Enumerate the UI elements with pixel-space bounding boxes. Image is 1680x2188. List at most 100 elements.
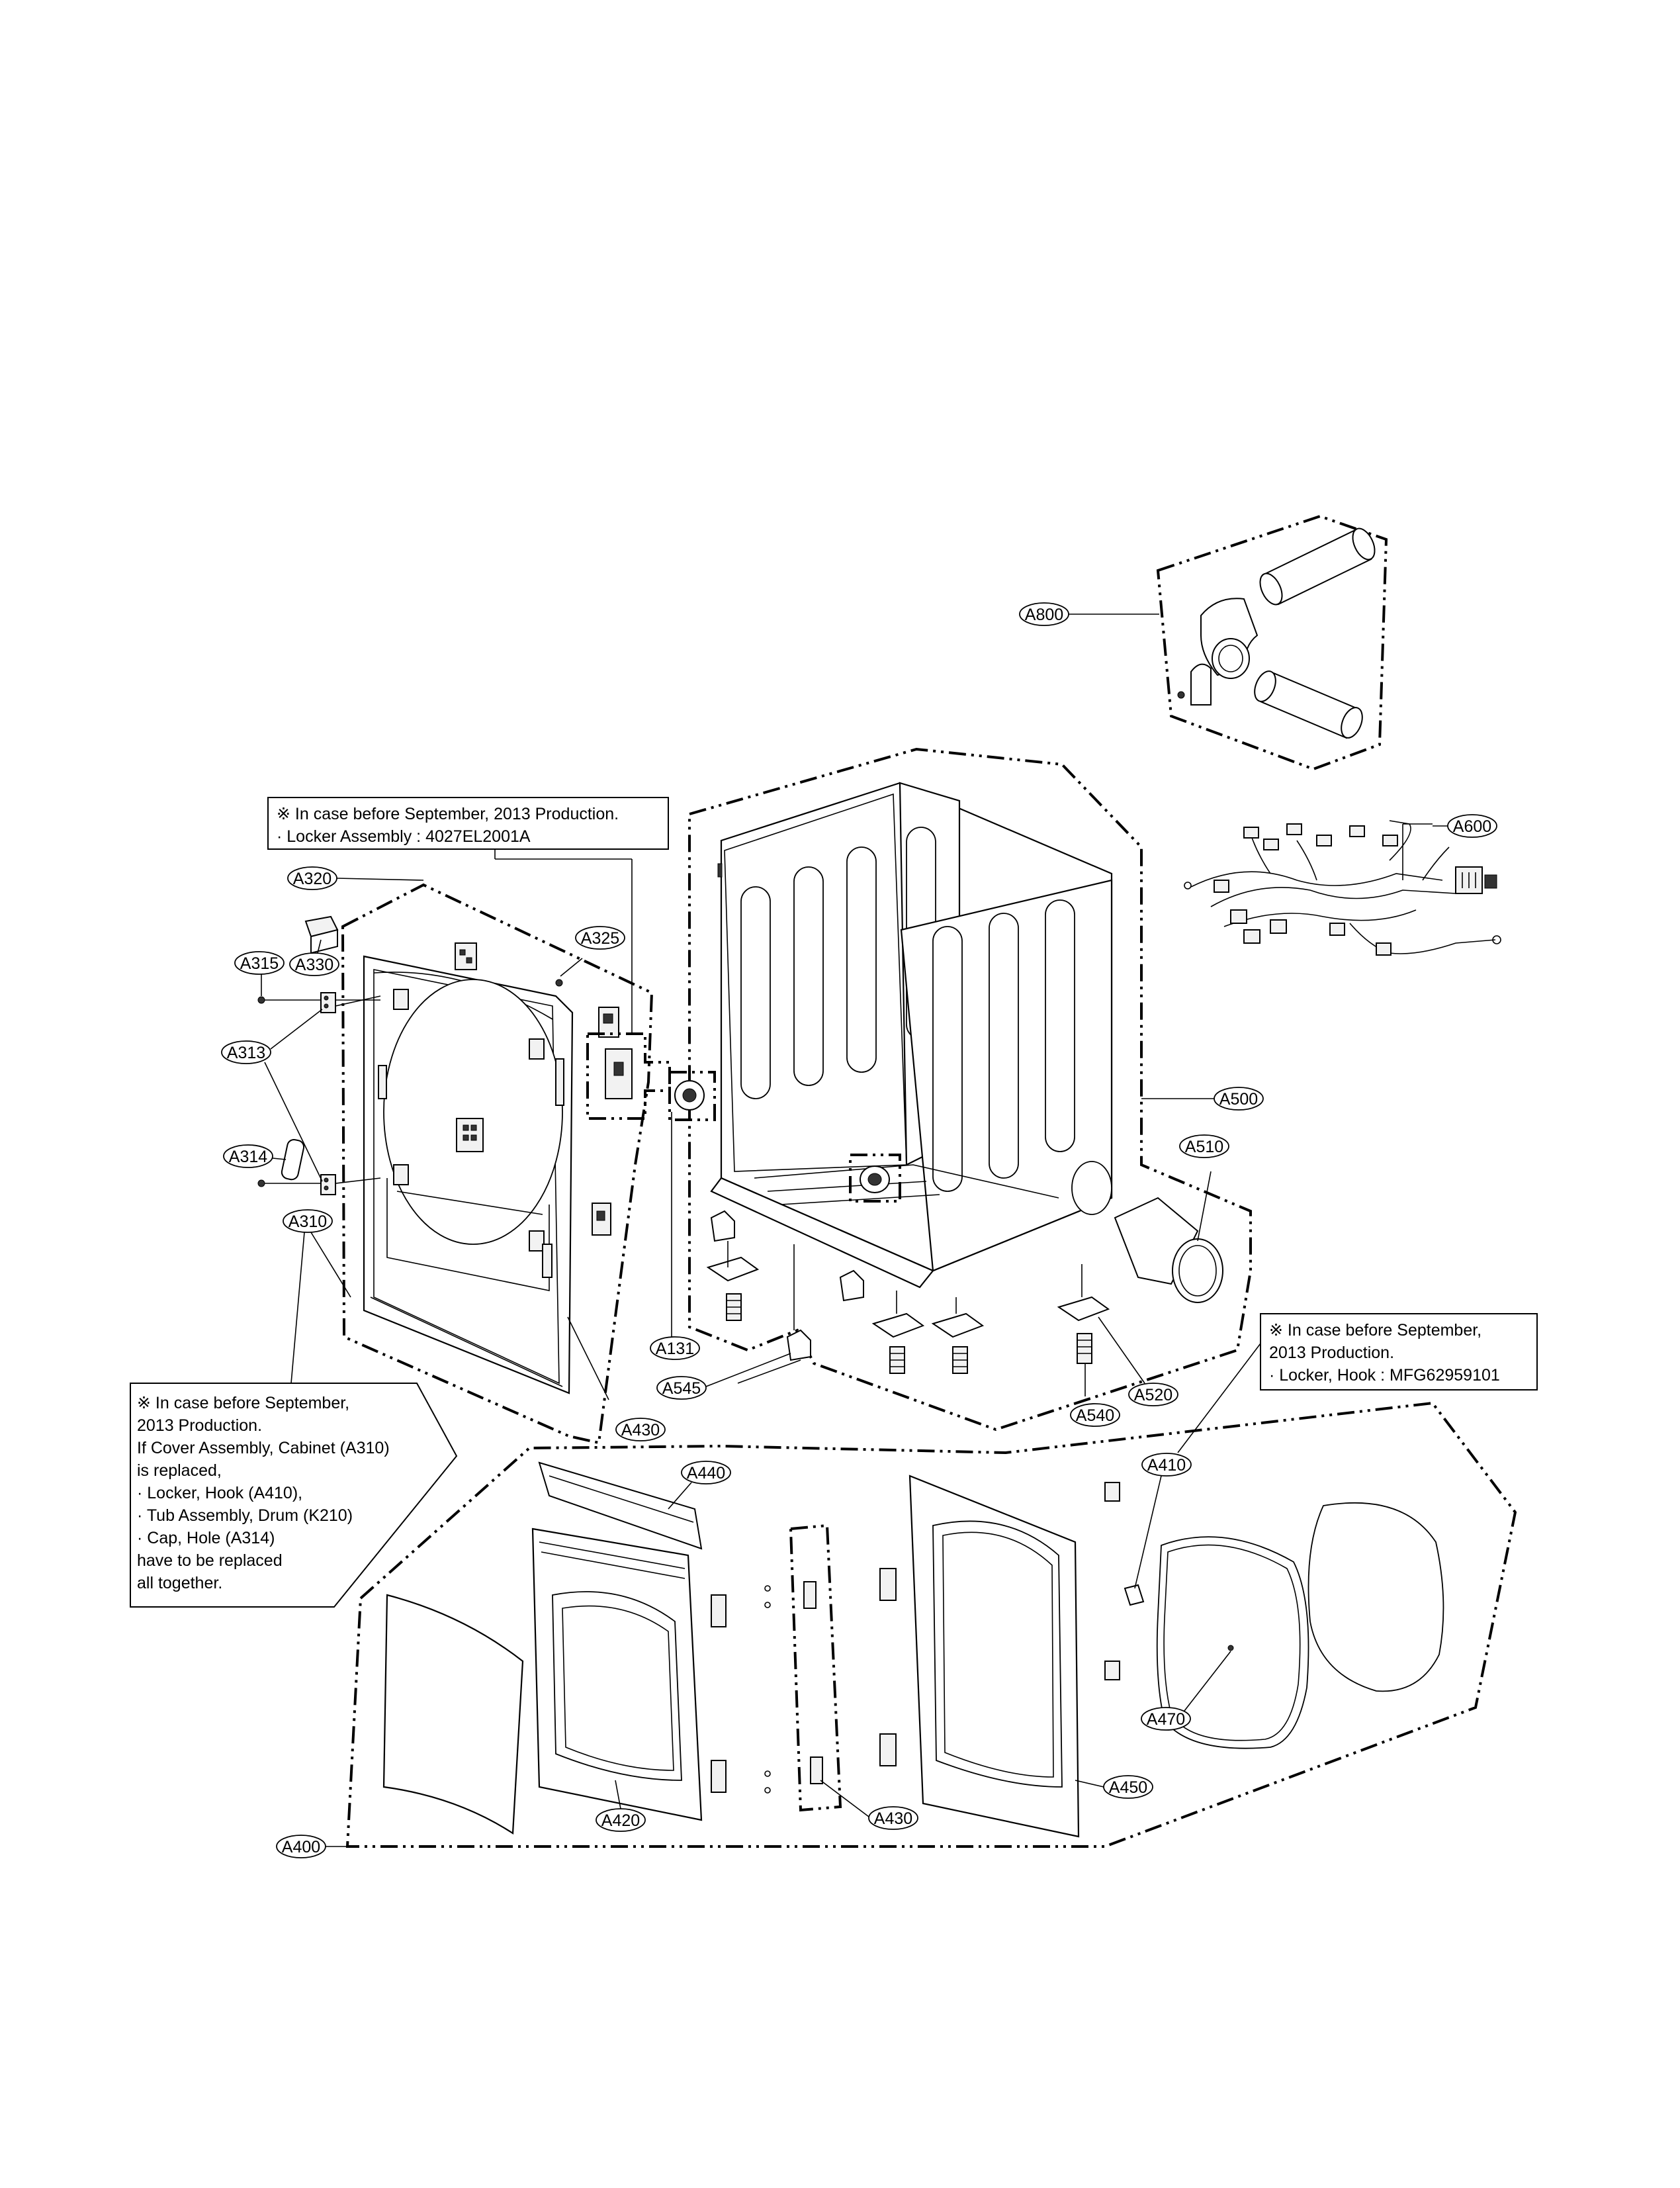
note-cover-assembly-line5: · Locker, Hook (A410), <box>137 1484 302 1502</box>
locker-bracket <box>598 1007 619 1038</box>
callout-a430-bottom-text: A430 <box>874 1809 912 1828</box>
callout-a325: A325 <box>575 926 625 950</box>
callout-a131: A131 <box>650 1336 700 1360</box>
callout-a440: A440 <box>668 1461 731 1510</box>
callout-a313-text: A313 <box>227 1044 265 1062</box>
hinge-upper <box>257 992 381 1013</box>
screw-a325 <box>555 979 563 987</box>
callout-a325-text: A325 <box>581 929 619 948</box>
cabinet <box>710 782 1113 1289</box>
callout-a320: A320 <box>287 866 424 890</box>
door-trim-a440 <box>538 1461 703 1550</box>
callout-a330: A330 <box>289 939 339 976</box>
callout-a410-text: A410 <box>1147 1456 1186 1475</box>
connector <box>1382 835 1398 846</box>
callout-a510: A510 <box>1179 1134 1229 1158</box>
lock-bracket-a330 <box>304 915 339 954</box>
callout-a520: A520 <box>1128 1383 1178 1406</box>
callout-a430-bottom: A430 <box>820 1780 918 1830</box>
cabinet-cover-group <box>341 883 671 1445</box>
note-cover-assembly-line4: is replaced, <box>137 1461 222 1480</box>
note-locker-assembly-line1: ※ In case before September, 2013 Product… <box>277 805 619 823</box>
callout-a600: A600 <box>1433 814 1497 838</box>
connector <box>1243 827 1259 839</box>
callout-a540-text: A540 <box>1076 1406 1114 1425</box>
leveling-legs <box>706 1210 1145 1396</box>
note-cover-assembly-line7: · Cap, Hole (A314) <box>137 1529 275 1547</box>
door-glass <box>1307 1502 1444 1692</box>
door-hinges <box>711 1585 771 1794</box>
connector <box>1376 942 1392 956</box>
drum-bearing-detail <box>849 1154 901 1203</box>
callout-a540: A540 <box>1070 1403 1120 1427</box>
front-door-a400 <box>382 1594 524 1835</box>
callout-a400: A400 <box>276 1835 326 1858</box>
callout-a450: A450 <box>1075 1775 1153 1799</box>
callout-a600-text: A600 <box>1453 817 1491 836</box>
note-locker-hook-line1: ※ In case before September, <box>1269 1321 1481 1340</box>
callout-a545: A545 <box>656 1353 791 1400</box>
callout-a430-top: A430 <box>615 1418 666 1441</box>
note-cover-assembly-line2: 2013 Production. <box>137 1416 262 1435</box>
wire-harness <box>1184 820 1501 956</box>
note-locker-hook-line3: · Locker, Hook : MFG62959101 <box>1269 1366 1500 1385</box>
duct-pipe-lower <box>1254 670 1363 739</box>
callout-a545-text: A545 <box>662 1379 701 1398</box>
callout-a500: A500 <box>1214 1087 1264 1111</box>
duct-kit-group <box>1059 514 1388 771</box>
callout-a800: A800 <box>1019 602 1069 626</box>
callout-a314-text: A314 <box>229 1148 267 1166</box>
locker-hook-a410 <box>1104 1482 1145 1680</box>
callout-a310-text: A310 <box>288 1212 327 1231</box>
note-cover-assembly-line1: ※ In case before September, <box>137 1394 349 1412</box>
bottom-locker <box>592 1203 611 1236</box>
callout-a310: A310 <box>283 1209 351 1384</box>
callout-a520-text: A520 <box>1134 1386 1172 1404</box>
note-cover-assembly-line9: all together. <box>137 1574 222 1592</box>
inner-door-a450 <box>879 1475 1080 1838</box>
hole-cap-a314 <box>281 1139 305 1181</box>
hinge-lower <box>257 1174 381 1195</box>
cabinet-group <box>688 747 1252 1432</box>
callout-a800-text: A800 <box>1025 606 1063 624</box>
front-panel-group <box>301 1401 1517 1848</box>
note-locker-hook-line2: 2013 Production. <box>1269 1344 1394 1362</box>
callout-a510-text: A510 <box>1185 1138 1223 1156</box>
callout-a314: A314 <box>223 1144 287 1168</box>
locker-detail <box>668 1071 716 1340</box>
callout-a315-text: A315 <box>240 954 279 973</box>
note-cover-assembly-line8: have to be replaced <box>137 1551 283 1570</box>
connector <box>1349 825 1365 837</box>
callout-a470-text: A470 <box>1147 1710 1185 1729</box>
connector <box>1286 823 1302 835</box>
note-cover-assembly: ※ In case before September, 2013 Product… <box>130 1383 458 1608</box>
connector <box>1329 923 1345 936</box>
locker-assembly-detail <box>586 1032 671 1120</box>
duct-pipe-upper <box>1259 527 1376 606</box>
connector <box>1214 880 1229 893</box>
callout-a500-text: A500 <box>1219 1090 1258 1109</box>
connector <box>1270 919 1287 934</box>
exhaust-duct <box>1114 1197 1223 1303</box>
callout-a330-text: A330 <box>295 956 333 974</box>
callout-a400-text: A400 <box>282 1838 320 1856</box>
connector <box>1230 909 1247 924</box>
connector <box>1316 835 1332 846</box>
note-locker-assembly-line2: · Locker Assembly : 4027EL2001A <box>277 827 531 846</box>
callout-a420-text: A420 <box>601 1811 640 1830</box>
callout-a450-text: A450 <box>1109 1778 1147 1797</box>
note-locker-assembly: ※ In case before September, 2013 Product… <box>267 797 669 1032</box>
cabinet-cover <box>363 955 574 1394</box>
callout-a313: A313 <box>221 1009 323 1182</box>
callout-a131-text: A131 <box>656 1340 694 1358</box>
locker-strip-a430 <box>789 1524 842 1812</box>
duct-clamp <box>1177 663 1212 706</box>
callout-a315: A315 <box>234 951 285 996</box>
callout-a430-top-text: A430 <box>621 1421 660 1439</box>
duct-elbow <box>1200 598 1259 679</box>
callout-a440-text: A440 <box>687 1464 725 1482</box>
callout-a420: A420 <box>596 1780 646 1832</box>
callouts: A800 A600 A320 A325 A315 A330 <box>221 602 1497 1858</box>
front-panel-a420 <box>531 1527 703 1821</box>
